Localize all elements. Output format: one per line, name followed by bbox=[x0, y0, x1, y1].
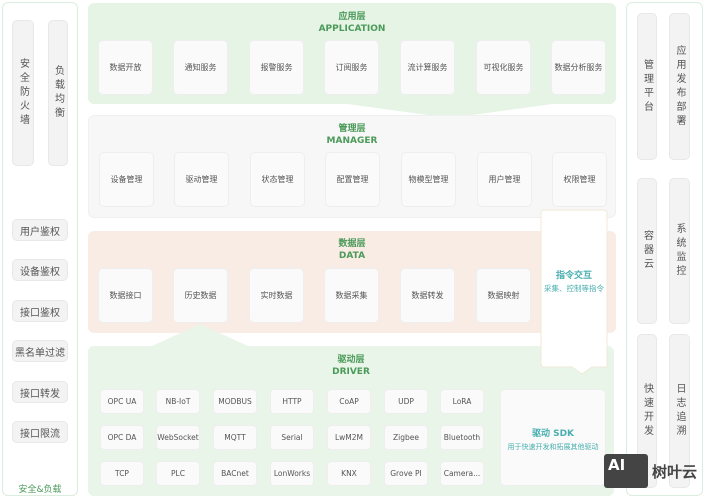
application-item[interactable]: 数据开放 bbox=[98, 40, 153, 95]
watermark-text: 树叶云 bbox=[652, 463, 698, 481]
protocol-chip[interactable]: LwM2M bbox=[327, 425, 371, 450]
data-title: 数据层 bbox=[338, 239, 366, 249]
right-pill[interactable]: 容器云 bbox=[637, 178, 657, 324]
right-pill[interactable]: 管理平台 bbox=[637, 13, 657, 160]
driver-sdk-box[interactable]: 驱动 SDK 用于快速开发和拓展其他驱动 bbox=[500, 389, 606, 486]
application-item[interactable]: 订阅服务 bbox=[324, 40, 379, 95]
left-item[interactable]: 黑名单过滤 bbox=[12, 340, 68, 362]
protocol-chip[interactable]: NB-IoT bbox=[156, 389, 200, 414]
manager-layer: 管理层 MANAGER 设备管理驱动管理状态管理配置管理物模型管理用户管理权限管… bbox=[88, 115, 616, 218]
protocol-chip[interactable]: Bluetooth bbox=[440, 425, 484, 450]
protocol-chip[interactable]: LonWorks bbox=[270, 461, 314, 486]
left-item[interactable]: 接口鉴权 bbox=[12, 300, 68, 322]
left-item[interactable]: 用户鉴权 bbox=[12, 219, 68, 241]
protocol-chip[interactable]: BACnet bbox=[213, 461, 257, 486]
protocol-chip[interactable]: LoRA bbox=[440, 389, 484, 414]
protocol-chip[interactable]: TCP bbox=[100, 461, 144, 486]
manager-item[interactable]: 设备管理 bbox=[99, 152, 154, 207]
manager-title: 管理层 bbox=[338, 124, 366, 134]
sdk-title: 驱动 SDK bbox=[531, 429, 575, 439]
manager-item[interactable]: 状态管理 bbox=[250, 152, 305, 207]
data-item[interactable]: 历史数据 bbox=[173, 268, 228, 323]
data-item[interactable]: 数据接口 bbox=[98, 268, 153, 323]
manager-subtitle: MANAGER bbox=[326, 136, 378, 146]
app-to-manager-arrow bbox=[340, 103, 560, 118]
application-subtitle: APPLICATION bbox=[318, 24, 386, 34]
protocol-chip[interactable]: HTTP bbox=[270, 389, 314, 414]
protocol-chip[interactable]: PLC bbox=[156, 461, 200, 486]
protocol-chip[interactable]: Serial bbox=[270, 425, 314, 450]
data-subtitle: DATA bbox=[338, 251, 366, 261]
load-balance-pill[interactable]: 负载均衡 bbox=[48, 20, 68, 166]
command-desc: 采集、控制等指令 bbox=[544, 284, 604, 293]
right-pill[interactable]: 日志追溯 bbox=[669, 334, 690, 488]
application-item[interactable]: 数据分析服务 bbox=[551, 40, 606, 95]
protocol-chip[interactable]: Grove PI bbox=[384, 461, 428, 486]
driver-subtitle: DRIVER bbox=[332, 367, 370, 377]
firewall-pill[interactable]: 安全防火墙 bbox=[12, 20, 34, 166]
application-item[interactable]: 可视化服务 bbox=[476, 40, 531, 95]
right-pill[interactable]: 快速开发 bbox=[637, 334, 657, 488]
driver-layer: 驱动层 DRIVER OPC UA NB-IoT MODBUS HTTP CoAP UDP… bbox=[88, 346, 614, 496]
right-pill[interactable]: 应用发布部署 bbox=[669, 13, 690, 160]
right-pill[interactable]: 系统监控 bbox=[669, 178, 690, 324]
protocol-chip[interactable]: CoAP bbox=[327, 389, 371, 414]
driver-title: 驱动层 bbox=[337, 355, 365, 365]
manager-item[interactable]: 配置管理 bbox=[325, 152, 380, 207]
protocol-chip[interactable]: OPC UA bbox=[100, 389, 144, 414]
application-item[interactable]: 流计算服务 bbox=[400, 40, 455, 95]
data-item[interactable]: 数据采集 bbox=[324, 268, 379, 323]
watermark-logo: AI bbox=[604, 454, 648, 488]
data-item[interactable]: 实时数据 bbox=[249, 268, 304, 323]
protocol-chip[interactable]: MQTT bbox=[213, 425, 257, 450]
left-item[interactable]: 接口限流 bbox=[12, 421, 68, 443]
data-item[interactable]: 数据映射 bbox=[476, 268, 531, 323]
protocol-chip[interactable]: KNX bbox=[327, 461, 371, 486]
protocol-chip[interactable]: WebSocket bbox=[156, 425, 200, 450]
protocol-chip[interactable]: OPC DA bbox=[100, 425, 144, 450]
left-item[interactable]: 接口转发 bbox=[12, 381, 68, 403]
application-item[interactable]: 通知服务 bbox=[173, 40, 228, 95]
command-box bbox=[540, 209, 608, 375]
protocol-chip[interactable]: Zigbee bbox=[384, 425, 428, 450]
manager-item[interactable]: 权限管理 bbox=[552, 152, 607, 207]
protocol-chip[interactable]: MODBUS bbox=[213, 389, 257, 414]
manager-item[interactable]: 物模型管理 bbox=[401, 152, 456, 207]
manager-item[interactable]: 驱动管理 bbox=[174, 152, 229, 207]
application-item[interactable]: 报警服务 bbox=[249, 40, 304, 95]
protocol-chip[interactable]: UDP bbox=[384, 389, 428, 414]
application-title: 应用层 bbox=[338, 12, 366, 22]
left-panel-footer: 安全&负载 bbox=[18, 485, 62, 495]
command-title: 指令交互 bbox=[555, 271, 592, 281]
data-layer: 数据层 DATA 数据接口历史数据实时数据数据采集数据转发数据映射 bbox=[88, 231, 616, 333]
sdk-desc: 用于快速开发和拓展其他驱动 bbox=[507, 443, 599, 451]
driver-to-data-arrow bbox=[150, 324, 250, 347]
protocol-chip[interactable]: Camera... bbox=[440, 461, 484, 486]
data-item[interactable]: 数据转发 bbox=[400, 268, 455, 323]
manager-item[interactable]: 用户管理 bbox=[477, 152, 532, 207]
application-layer: 应用层 APPLICATION 数据开放通知服务报警服务订阅服务流计算服务可视化… bbox=[88, 3, 616, 104]
left-item[interactable]: 设备鉴权 bbox=[12, 259, 68, 281]
